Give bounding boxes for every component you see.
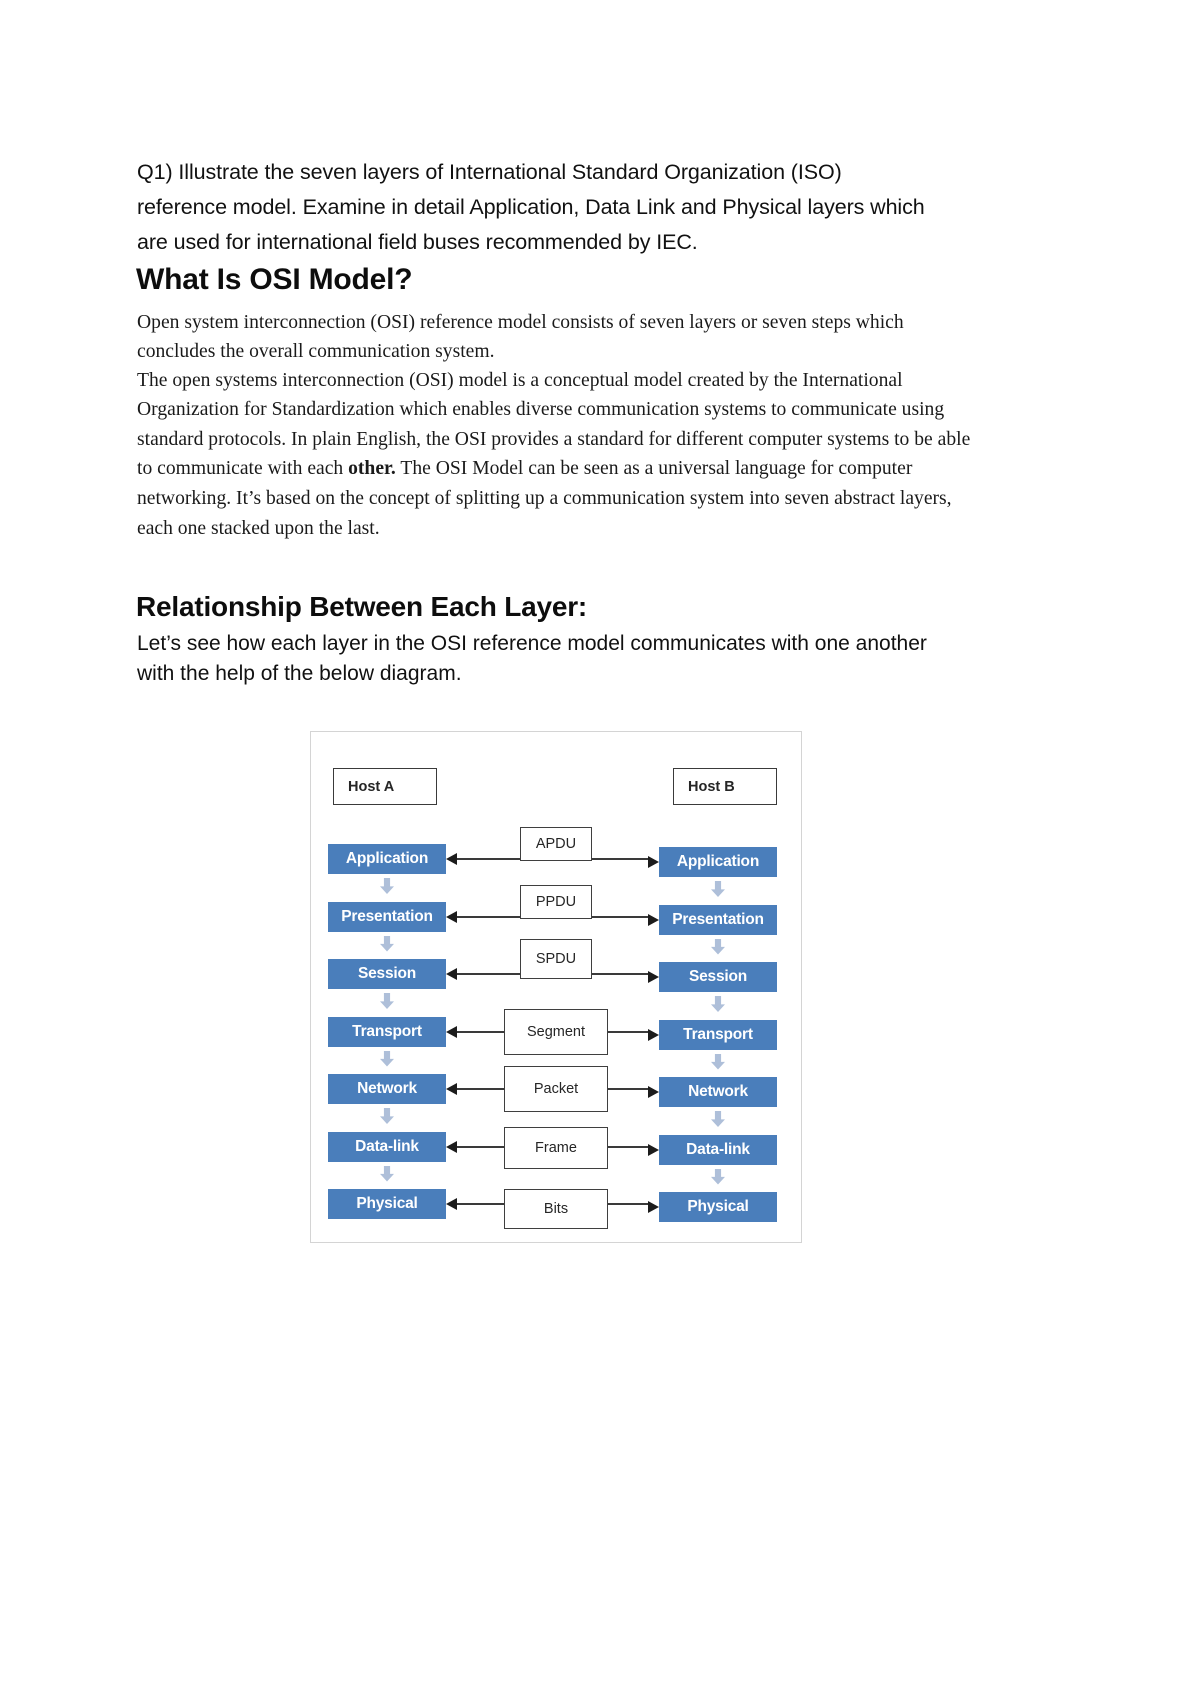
layer-box-left-application: Application [328,844,446,874]
host-b-box: Host B [673,768,777,805]
down-arrow-left-2 [380,993,394,1009]
down-arrow-left-0 [380,878,394,894]
paragraph-osi-description-part2: The OSI Model can be seen as a universal… [137,458,952,539]
pdu-box-ppdu: PPDU [520,884,592,919]
down-arrow-right-0 [711,881,725,897]
paragraph-osi-definition: Open system interconnection (OSI) refere… [137,311,904,363]
arrowhead-left-frame [446,1140,457,1153]
down-arrow-right-2 [711,996,725,1012]
host-a-box: Host A [333,768,437,805]
layer-box-right-network: Network [659,1077,777,1107]
down-arrow-left-1 [380,935,394,952]
pdu-box-frame: Frame [504,1126,608,1169]
down-arrow-left-5 [380,1165,394,1182]
layer-box-left-data-link: Data-link [328,1131,446,1162]
down-arrow-left-4 [380,1108,394,1124]
layer-box-left-session: Session [328,959,446,989]
layer-box-right-session: Session [659,962,777,992]
down-arrow-right-4 [711,1111,725,1127]
arrowhead-right-packet [648,1086,659,1098]
arrowhead-left-bits [446,1198,457,1210]
osi-layer-relationship-diagram: Host A Host B Application Application APDU… [310,731,802,1243]
arrowhead-left-spdu [446,968,457,980]
layer-box-left-network: Network [328,1074,446,1104]
arrowhead-right-apdu [648,856,659,868]
arrowhead-left-segment [446,1025,457,1038]
arrowhead-left-apdu [446,853,457,865]
down-arrow-right-3 [711,1053,725,1070]
paragraph-osi-description-part1: The open systems interconnection (OSI) m… [137,369,971,480]
heading-what-is-osi-model: What Is OSI Model? [136,263,413,297]
pdu-box-bits: Bits [504,1189,608,1229]
arrowhead-right-frame [648,1143,659,1156]
pdu-box-spdu: SPDU [520,939,592,979]
arrowhead-right-bits [648,1201,659,1213]
arrowhead-left-packet [446,1083,457,1095]
layer-box-right-physical: Physical [659,1192,777,1222]
layer-box-left-presentation: Presentation [328,901,446,932]
paragraph-osi-description: The open systems interconnection (OSI) m… [137,366,979,544]
pdu-box-segment: Segment [504,1008,608,1055]
paragraph-osi-description-emphasis: other. [348,458,396,480]
heading-relationship-between-each-layer: Relationship Between Each Layer: [136,590,588,622]
down-arrow-right-1 [711,938,725,955]
layer-box-right-data-link: Data-link [659,1134,777,1165]
arrowhead-right-spdu [648,971,659,983]
arrowhead-left-ppdu [446,910,457,923]
arrowhead-right-segment [648,1028,659,1041]
paragraph-relationship-intro: Let’s see how each layer in the OSI refe… [137,632,927,685]
layer-box-left-physical: Physical [328,1189,446,1219]
layer-box-right-presentation: Presentation [659,904,777,935]
question-paragraph: Q1) Illustrate the seven layers of Inter… [137,159,925,254]
down-arrow-left-3 [380,1050,394,1067]
layer-box-left-transport: Transport [328,1016,446,1047]
arrowhead-right-ppdu [648,913,659,926]
layer-box-right-application: Application [659,847,777,877]
pdu-box-apdu: APDU [520,827,592,861]
pdu-box-packet: Packet [504,1066,608,1112]
layer-box-right-transport: Transport [659,1019,777,1050]
down-arrow-right-5 [711,1168,725,1185]
